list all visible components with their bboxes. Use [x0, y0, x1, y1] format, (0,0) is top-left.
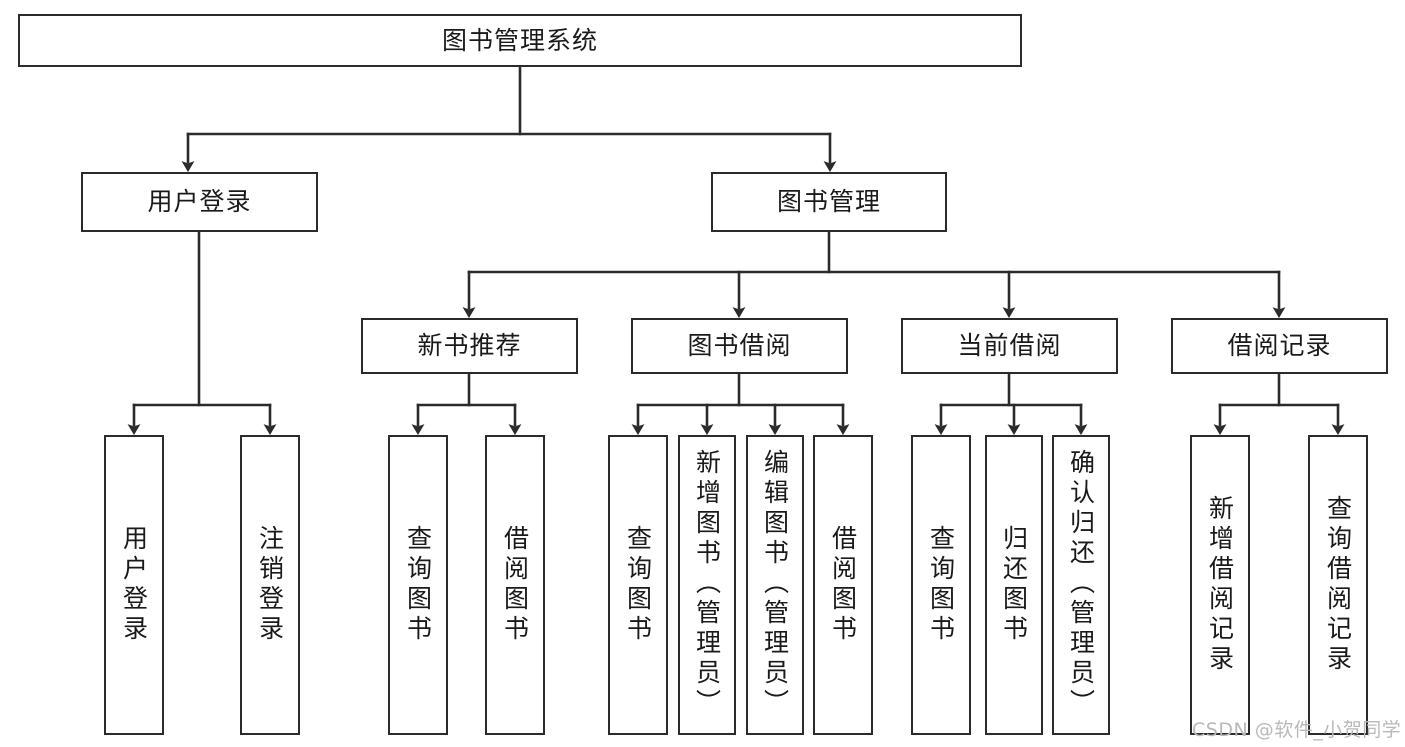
node-label: 用户登录 — [119, 525, 149, 645]
node-label: 用户登录 — [147, 187, 252, 216]
node-label: 借阅图书 — [500, 525, 530, 645]
leaf-records-query-record[interactable]: 查询借阅记录 — [1308, 435, 1368, 735]
node-label: 查询图书 — [623, 525, 653, 645]
node-label: 查询图书 — [403, 525, 433, 645]
leaf-borrow-query-book[interactable]: 查询图书 — [608, 435, 668, 735]
csdn-watermark: CSDN @软件_小贺同学 — [1192, 719, 1402, 741]
node-label: 新增图书（管理员） — [692, 449, 722, 719]
node-label: 注销登录 — [255, 525, 285, 645]
leaf-newbook-borrow-book[interactable]: 借阅图书 — [485, 435, 545, 735]
node-label: 图书借阅 — [687, 331, 792, 360]
node-label: 新增借阅记录 — [1205, 495, 1235, 675]
node-current-borrowing[interactable]: 当前借阅 — [901, 318, 1118, 374]
node-root[interactable]: 图书管理系统 — [18, 14, 1022, 67]
leaf-records-add-record[interactable]: 新增借阅记录 — [1190, 435, 1250, 735]
leaf-user-login[interactable]: 用户登录 — [104, 435, 164, 735]
leaf-current-confirm-return-admin[interactable]: 确认归还（管理员） — [1052, 435, 1110, 735]
node-label: 查询图书 — [926, 525, 956, 645]
leaf-current-return-book[interactable]: 归还图书 — [985, 435, 1043, 735]
node-label: 查询借阅记录 — [1323, 495, 1353, 675]
node-label: 借阅记录 — [1227, 331, 1332, 360]
leaf-borrow-borrow-book[interactable]: 借阅图书 — [813, 435, 873, 735]
node-new-book-recommendation[interactable]: 新书推荐 — [361, 318, 578, 374]
node-label: 确认归还（管理员） — [1066, 449, 1096, 719]
node-user-login[interactable]: 用户登录 — [81, 172, 318, 232]
node-book-borrowing[interactable]: 图书借阅 — [631, 318, 848, 374]
node-label: 归还图书 — [999, 525, 1029, 645]
node-label: 图书管理系统 — [441, 25, 598, 55]
leaf-newbook-query-book[interactable]: 查询图书 — [388, 435, 448, 735]
node-borrow-records[interactable]: 借阅记录 — [1171, 318, 1388, 374]
leaf-borrow-add-book-admin[interactable]: 新增图书（管理员） — [678, 435, 736, 735]
leaf-borrow-edit-book-admin[interactable]: 编辑图书（管理员） — [746, 435, 804, 735]
node-book-management[interactable]: 图书管理 — [711, 172, 947, 232]
node-label: 编辑图书（管理员） — [760, 449, 790, 719]
leaf-user-logout[interactable]: 注销登录 — [240, 435, 300, 735]
node-label: 当前借阅 — [957, 331, 1062, 360]
node-label: 借阅图书 — [828, 525, 858, 645]
leaf-current-query-book[interactable]: 查询图书 — [911, 435, 971, 735]
node-label: 图书管理 — [776, 187, 881, 216]
node-label: 新书推荐 — [417, 331, 522, 360]
